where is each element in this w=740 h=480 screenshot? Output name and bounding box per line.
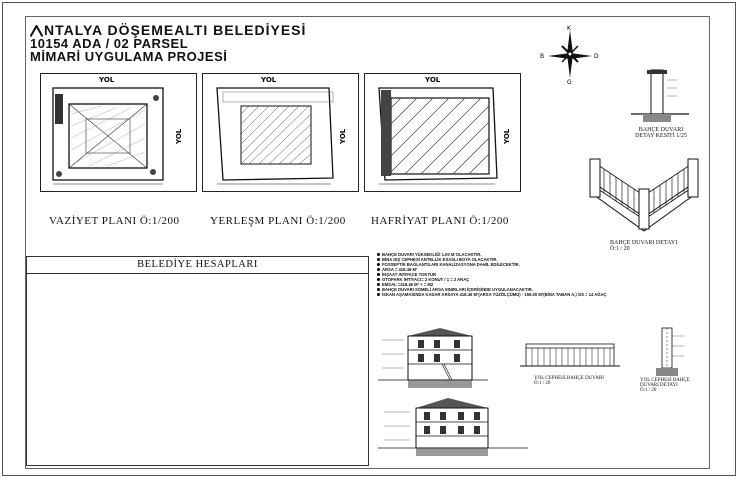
svg-text:YOL: YOL [424, 76, 441, 84]
svg-text:YOL: YOL [260, 76, 277, 84]
note-item: ARSA = 418.46 M² [377, 267, 707, 272]
wall-detail-title: BAHÇE DUVARI DETAYI [610, 240, 678, 246]
title-text-1: NTALYA DÖŞEMEALTI BELEDİYESİ [44, 22, 307, 38]
title-line-2: 10154 ADA / 02 PARSEL [30, 36, 189, 51]
caption-wall-detail: BAHÇE DUVARI DETAYI Ö:1 / 20 [610, 240, 677, 252]
compass-n: K [567, 25, 572, 32]
compass-w: B [540, 53, 544, 60]
note-item: BİNA DIŞ CEPHESİ ANTELLİK ESASLI BOYA OL… [377, 257, 707, 262]
drawing-sheet [2, 2, 736, 476]
plan-panel-yerlesim: YOL YOL [202, 73, 359, 192]
note-item: FOSSEPTİK BAĞLANTILARI KANALİZASYONA DAH… [377, 262, 707, 267]
municipal-calculations-title: BELEDİYE HESAPLARI [27, 257, 368, 274]
placement-plan-drawing: YOL YOL [216, 76, 347, 185]
road-facade-scale: Ö:1 / 20 [534, 381, 551, 386]
note-item: EMSAL =418.46 M² × = M2 [377, 282, 707, 287]
building-section-2-drawing [378, 398, 528, 456]
caption-hafriyat: HAFRİYAT PLANI Ö:1/200 [371, 215, 509, 227]
note-item: OTOPARK İHTİYACI= 2 KONUT / 1 = 2 ARAÇ [377, 277, 707, 282]
caption-wall-section: BAHÇE DUVARI DETAY KESİTİ 1/25 [635, 127, 687, 139]
north-arrow-compass: K G B D [540, 25, 599, 84]
svg-text:YOL: YOL [503, 128, 511, 145]
road-facade-wall-detail-drawing [656, 327, 684, 376]
plan-panel-hafriyat: YOL YOL [364, 73, 521, 192]
caption-vaziyet: VAZİYET PLANI Ö:1/200 [49, 215, 180, 227]
municipal-calculations-box: BELEDİYE HESAPLARI [26, 256, 369, 466]
title-line-3: MİMARİ UYGULAMA PROJESİ [30, 49, 228, 64]
road-facade-title: YOL CEPHESİ BAHÇE DUVARI [534, 376, 604, 381]
title-line-1: NTALYA DÖŞEMEALTI BELEDİYESİ [30, 22, 307, 38]
garden-wall-section-drawing [631, 69, 689, 122]
note-item: BAHÇE DUVARI SOMELİ ARSA SINIRLARI İÇERİ… [377, 287, 707, 292]
caption-road-facade-detail: YOL CEPHESİ BAHÇE DUVARI DETAYI Ö:1 / 20 [640, 378, 700, 393]
wall-detail-scale: Ö:1 / 20 [610, 246, 630, 252]
note-item: BAHÇE DUVARI YÜKSEKLİĞİ 1.00 M OLACAKTIR… [377, 252, 707, 257]
road-facade-detail-title: YOL CEPHESİ BAHÇE DUVARI DETAYI [640, 378, 690, 388]
title-block: NTALYA DÖŞEMEALTI BELEDİYESİ 10154 ADA /… [30, 22, 307, 64]
svg-text:YOL: YOL [339, 128, 347, 145]
svg-text:YOL: YOL [175, 128, 183, 145]
drawing-frame [25, 16, 710, 469]
garden-wall-3d-drawing [589, 158, 699, 232]
svg-text:YOL: YOL [98, 76, 115, 84]
plan-panel-vaziyet: YOL YOL [40, 73, 197, 192]
compass-s: G [567, 79, 572, 84]
building-section-1-drawing [378, 328, 488, 388]
note-item: İSKAN AŞAMASINDA KADAR ARSAYA 418.46 M²(… [377, 292, 707, 297]
excavation-plan-drawing: YOL YOL [378, 76, 511, 185]
triangle-logo-icon [30, 25, 43, 37]
road-facade-wall-drawing [520, 343, 620, 367]
caption-yerlesim: YERLEŞM PLANI Ö:1/200 [210, 215, 346, 227]
project-notes: BAHÇE DUVARI YÜKSEKLİĞİ 1.00 M OLACAKTIR… [377, 252, 707, 297]
caption-road-facade: YOL CEPHESİ BAHÇE DUVARI Ö:1 / 20 [534, 376, 604, 386]
note-item: İNŞAAT INTIFACE TOKTUR [377, 272, 707, 277]
site-plan-drawing: YOL YOL [52, 76, 183, 185]
road-facade-detail-scale: Ö:1 / 20 [640, 388, 657, 393]
compass-e: D [594, 53, 599, 60]
